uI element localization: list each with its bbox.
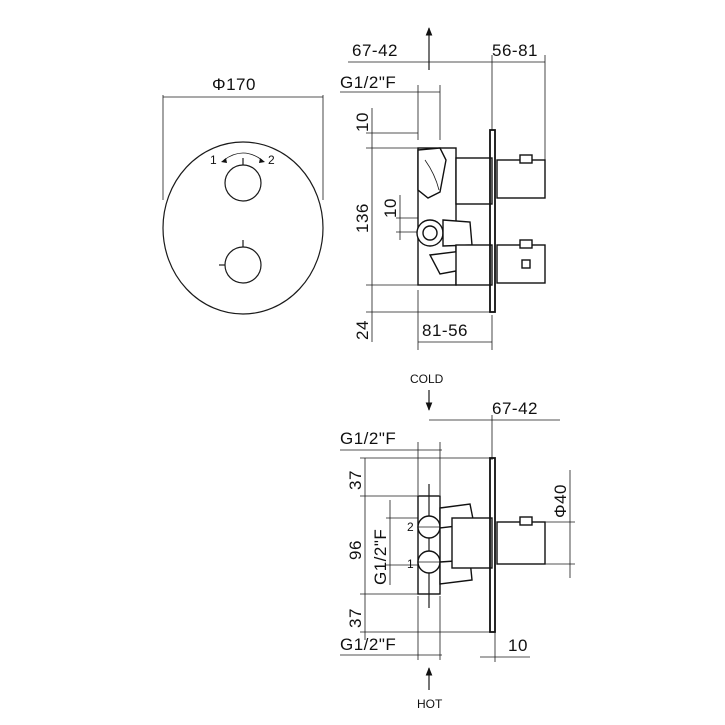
- dial-label-2: 2: [268, 153, 275, 167]
- front-view: Φ170 1 2: [162, 75, 324, 315]
- thermostat-handle-cap: [519, 239, 533, 249]
- arrow-left-icon: [221, 158, 227, 163]
- upper-spindle: [455, 157, 493, 205]
- cover-plate: [162, 141, 324, 315]
- dial-label-1: 1: [210, 153, 217, 167]
- cartridge-detail: [424, 159, 440, 191]
- dim-67-42: 67-42: [352, 41, 398, 60]
- wall-plate: [489, 129, 496, 313]
- vertical-thread-label: G1/2"F: [371, 529, 390, 585]
- dim-81-56: 81-56: [422, 321, 468, 340]
- arrow-right-icon: [259, 158, 265, 163]
- port-label-2: 2: [407, 520, 414, 534]
- selector-handle-cap: [519, 154, 533, 164]
- lower-spindle: [455, 244, 493, 286]
- dim-phi40: Φ40: [551, 484, 570, 518]
- selector-handle: [496, 159, 546, 199]
- thermostat-button: [521, 259, 531, 269]
- port-label-1: 1: [407, 557, 414, 571]
- lower-view: COLD 67-42 G1/2"F 37 96 37 G1/2"F 2 1: [340, 372, 575, 711]
- cold-label: COLD: [410, 372, 444, 386]
- dim-56-81: 56-81: [492, 41, 538, 60]
- thermostat-handle: [496, 244, 546, 284]
- lower-handle: [496, 521, 546, 565]
- dim-10-lower: 10: [508, 636, 528, 655]
- dim-24: 24: [353, 320, 372, 340]
- side-port-inner: [422, 225, 438, 241]
- side-view: 67-42 56-81 G1/2"F 10 136 24 10: [340, 27, 546, 350]
- bottom-thread-label: G1/2"F: [340, 635, 396, 654]
- dim-37-bottom: 37: [346, 608, 365, 628]
- dim-37-top: 37: [346, 470, 365, 490]
- lower-wall-plate: [489, 457, 496, 633]
- dim-10-top: 10: [353, 112, 372, 132]
- top-thread-label: G1/2"F: [340, 429, 396, 448]
- diameter-label: Φ170: [212, 75, 256, 94]
- port-fitting: [442, 219, 473, 247]
- thermostat-knob: [224, 246, 262, 284]
- dim-136: 136: [353, 203, 372, 233]
- selector-knob: [224, 164, 262, 202]
- rotation-arc: [223, 152, 263, 161]
- hot-label: HOT: [417, 697, 443, 711]
- dim-96: 96: [346, 540, 365, 560]
- lower-handle-cap: [519, 516, 533, 526]
- thread-label-top: G1/2"F: [340, 73, 396, 92]
- dim-67-42-lower: 67-42: [492, 399, 538, 418]
- lower-spindle-housing: [451, 517, 493, 569]
- dim-10-mid: 10: [381, 198, 400, 218]
